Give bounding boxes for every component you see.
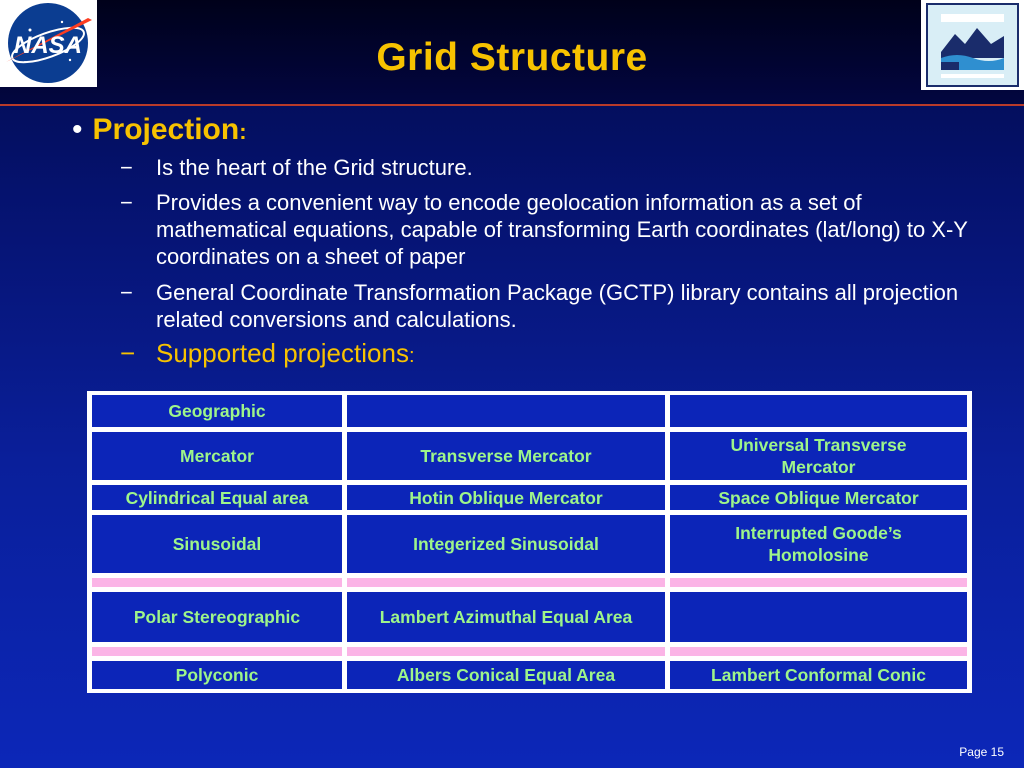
supported-projections-text: Supported projections — [156, 338, 409, 368]
table-cell: Polar Stereographic — [92, 592, 342, 642]
eos-logo — [921, 0, 1024, 90]
separator-cell — [347, 647, 665, 656]
table-cell — [670, 395, 967, 427]
separator-cell — [92, 578, 342, 587]
dash-marker: − — [120, 155, 133, 180]
table-cell — [347, 395, 665, 427]
table-cell: Polyconic — [92, 661, 342, 689]
projections-table: Geographic Mercator Transverse Mercator … — [87, 391, 972, 693]
supported-projections-colon: : — [408, 345, 415, 367]
separator-cell — [670, 647, 967, 656]
table-cell: Albers Conical Equal Area — [347, 661, 665, 689]
page-number: Page 15 — [959, 745, 1004, 759]
bullet-projection: • Projection: — [72, 113, 247, 147]
table-cell: Hotin Oblique Mercator — [347, 485, 665, 510]
table-cell: Universal Transverse Mercator — [670, 432, 967, 480]
table-cell: Lambert Azimuthal Equal Area — [347, 592, 665, 642]
dash-marker: − — [120, 190, 133, 215]
table-cell: Transverse Mercator — [347, 432, 665, 480]
separator-cell — [670, 578, 967, 587]
header-divider — [0, 104, 1024, 106]
separator-cell — [347, 578, 665, 587]
table-cell: Mercator — [92, 432, 342, 480]
separator-cell — [92, 647, 342, 656]
sub-item-text: General Coordinate Transformation Packag… — [156, 280, 959, 332]
table-cell: Lambert Conformal Conic — [670, 661, 967, 689]
sub-item-text: Is the heart of the Grid structure. — [156, 155, 473, 180]
table-cell: Interrupted Goode’s Homolosine — [670, 515, 967, 573]
bullet-heading-colon: : — [239, 119, 247, 144]
dash-marker: − — [120, 338, 136, 368]
table-cell: Space Oblique Mercator — [670, 485, 967, 510]
table-cell: Integerized Sinusoidal — [347, 515, 665, 573]
header-bar — [0, 0, 1024, 105]
table-cell: Sinusoidal — [92, 515, 342, 573]
dash-marker: − — [120, 280, 133, 305]
bullet-heading: Projection — [92, 113, 240, 146]
table-cell — [670, 592, 967, 642]
nasa-logo: NASA — [0, 0, 97, 87]
table-cell: Geographic — [92, 395, 342, 427]
svg-text:NASA: NASA — [14, 32, 82, 59]
bullet-dot: • — [72, 113, 83, 146]
slide-title: Grid Structure — [376, 36, 648, 79]
supported-projections-label: Supported projections: — [156, 340, 986, 370]
table-cell: Cylindrical Equal area — [92, 485, 342, 510]
sub-item-text: Provides a convenient way to encode geol… — [156, 190, 968, 269]
